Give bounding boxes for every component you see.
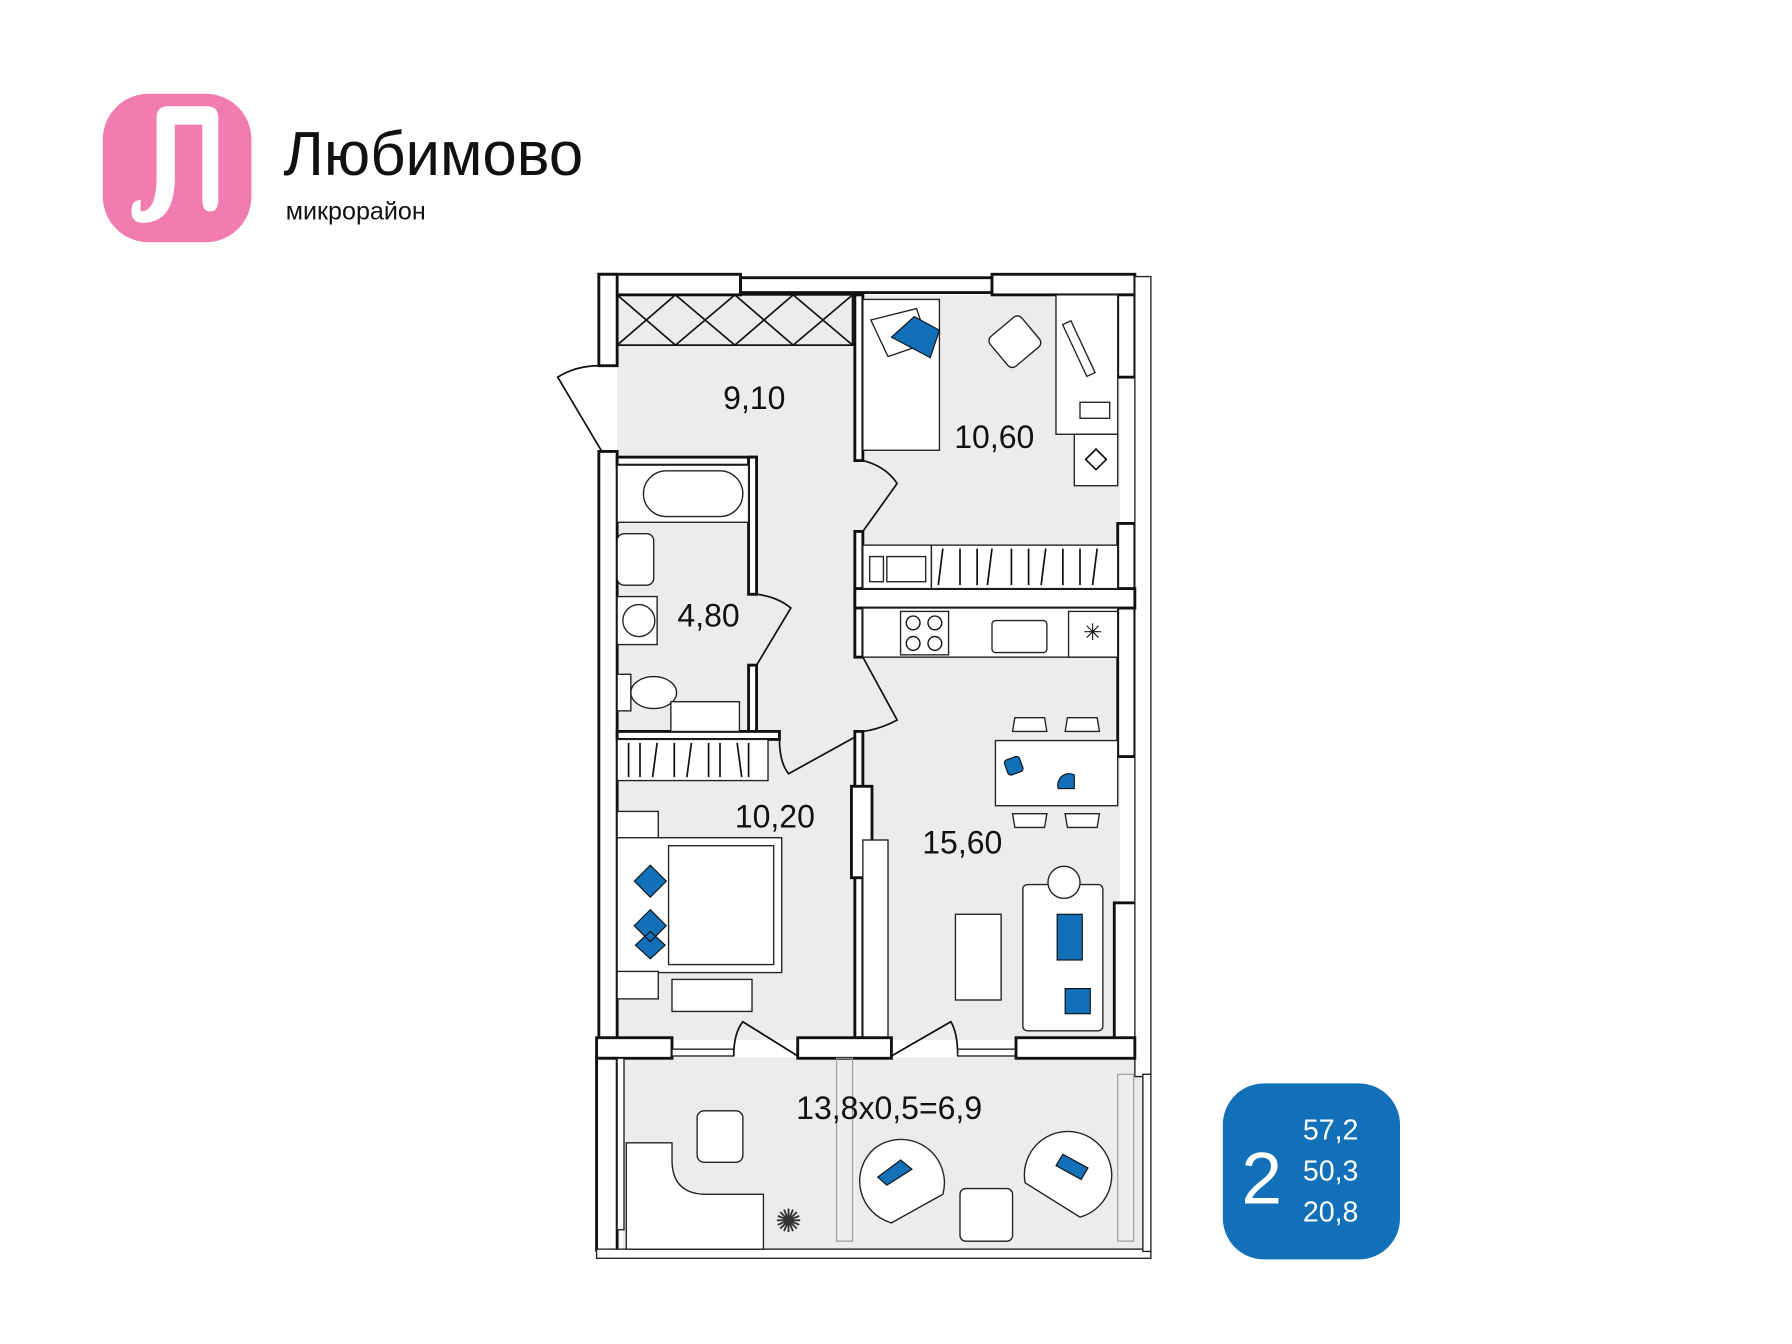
wall <box>747 663 758 733</box>
wall <box>597 449 619 1042</box>
washing-machine-drum <box>622 603 656 638</box>
wall <box>615 729 781 741</box>
bathtub-inner <box>642 470 744 518</box>
wall <box>597 272 742 297</box>
living-area: 50,3 <box>1303 1156 1359 1188</box>
stove-burners <box>905 615 943 651</box>
room-area-bedroom-small: 10,60 <box>954 419 1034 455</box>
room-area-hall: 9,10 <box>723 380 785 416</box>
wall <box>853 730 865 1040</box>
door-bedroom-small[interactable] <box>862 459 899 532</box>
toilet <box>630 675 678 710</box>
balcony-glass <box>1142 1073 1152 1253</box>
kitchen-sink <box>991 619 1048 654</box>
wall <box>747 455 758 596</box>
column <box>836 1057 854 1242</box>
balcony-wall <box>595 1056 619 1252</box>
room-area-balcony: 13,8x0,5=6,9 <box>796 1090 982 1126</box>
other-area: 20,8 <box>1303 1197 1359 1229</box>
balcony-wall-inner <box>616 1057 625 1231</box>
coffee-table <box>954 913 1002 1001</box>
window-right <box>1134 275 1152 1078</box>
dining-chairs <box>1011 717 1101 829</box>
wall <box>595 1036 674 1060</box>
wall <box>990 272 1137 297</box>
sofa-cushion <box>1064 988 1091 1015</box>
shelf-bedroom-large <box>616 738 769 782</box>
toilet-tank <box>616 673 632 712</box>
floor-lamp <box>1047 865 1081 899</box>
office-chair <box>696 1110 744 1163</box>
corner-desk <box>625 1142 765 1250</box>
wall <box>853 587 1137 610</box>
wardrobe-bedroom-small <box>862 544 1119 590</box>
apartment-info-badge: 2 57,2 50,3 20,8 <box>1222 1083 1400 1260</box>
wall <box>615 455 758 467</box>
wall <box>1116 606 1137 758</box>
armchair-cushion <box>876 1159 913 1186</box>
room-area-bathroom: 4,80 <box>677 597 739 633</box>
sink <box>616 533 655 586</box>
window-top <box>739 276 994 294</box>
room-area-kitchen-living: 15,60 <box>922 825 1002 861</box>
column <box>1117 1073 1135 1242</box>
balcony-door[interactable] <box>732 1020 799 1057</box>
wall <box>1112 901 1139 1042</box>
plate <box>1003 755 1024 776</box>
door-bathroom[interactable] <box>755 593 792 666</box>
balcony-rail <box>595 1248 1152 1259</box>
wall <box>1116 522 1137 594</box>
window <box>957 1048 1018 1057</box>
hall-wardrobe <box>616 294 854 346</box>
lamp-icon <box>1084 447 1108 471</box>
brand-logo: Любимово микрорайон <box>102 93 583 243</box>
total-area: 57,2 <box>1303 1114 1359 1146</box>
duvet <box>667 845 775 966</box>
armchair <box>1023 1130 1113 1218</box>
window <box>671 1048 735 1057</box>
wall <box>1014 1036 1137 1060</box>
brand-name: Любимово <box>283 120 583 189</box>
wall <box>853 293 865 462</box>
accent-pillow <box>890 315 941 359</box>
snowflake-icon: ✳ <box>1083 619 1102 645</box>
wall <box>1116 293 1137 379</box>
boiler <box>670 701 741 733</box>
bed-pillows <box>633 864 668 960</box>
bench <box>671 978 753 1013</box>
nightstand <box>616 810 659 840</box>
plant-icon: ✺ <box>775 1203 802 1239</box>
nightstand <box>616 970 659 1000</box>
wall <box>597 272 619 368</box>
sofa-cushion <box>1056 913 1083 961</box>
brand-subtitle: микрорайон <box>286 197 426 225</box>
fridge <box>1067 610 1119 658</box>
badge-background <box>1222 1083 1400 1260</box>
room-area-bedroom-large: 10,20 <box>735 798 815 834</box>
rooms-count: 2 <box>1241 1138 1282 1219</box>
door-bedroom-large[interactable] <box>778 736 856 775</box>
armchair-cushion <box>1055 1153 1089 1181</box>
laptop <box>1079 401 1111 419</box>
entrance-door[interactable] <box>556 364 602 451</box>
door-kitchen[interactable] <box>862 656 899 733</box>
logo-letter-mark <box>131 106 219 223</box>
plate <box>1057 773 1075 790</box>
armchair <box>859 1138 946 1224</box>
side-table <box>959 1187 1014 1242</box>
nightstand <box>1073 433 1119 487</box>
wall <box>796 1036 893 1060</box>
tv-stand <box>862 839 889 1039</box>
monitor <box>1061 319 1096 378</box>
desk-chair <box>988 315 1042 369</box>
floor-plan: ✳ <box>556 272 1152 1259</box>
